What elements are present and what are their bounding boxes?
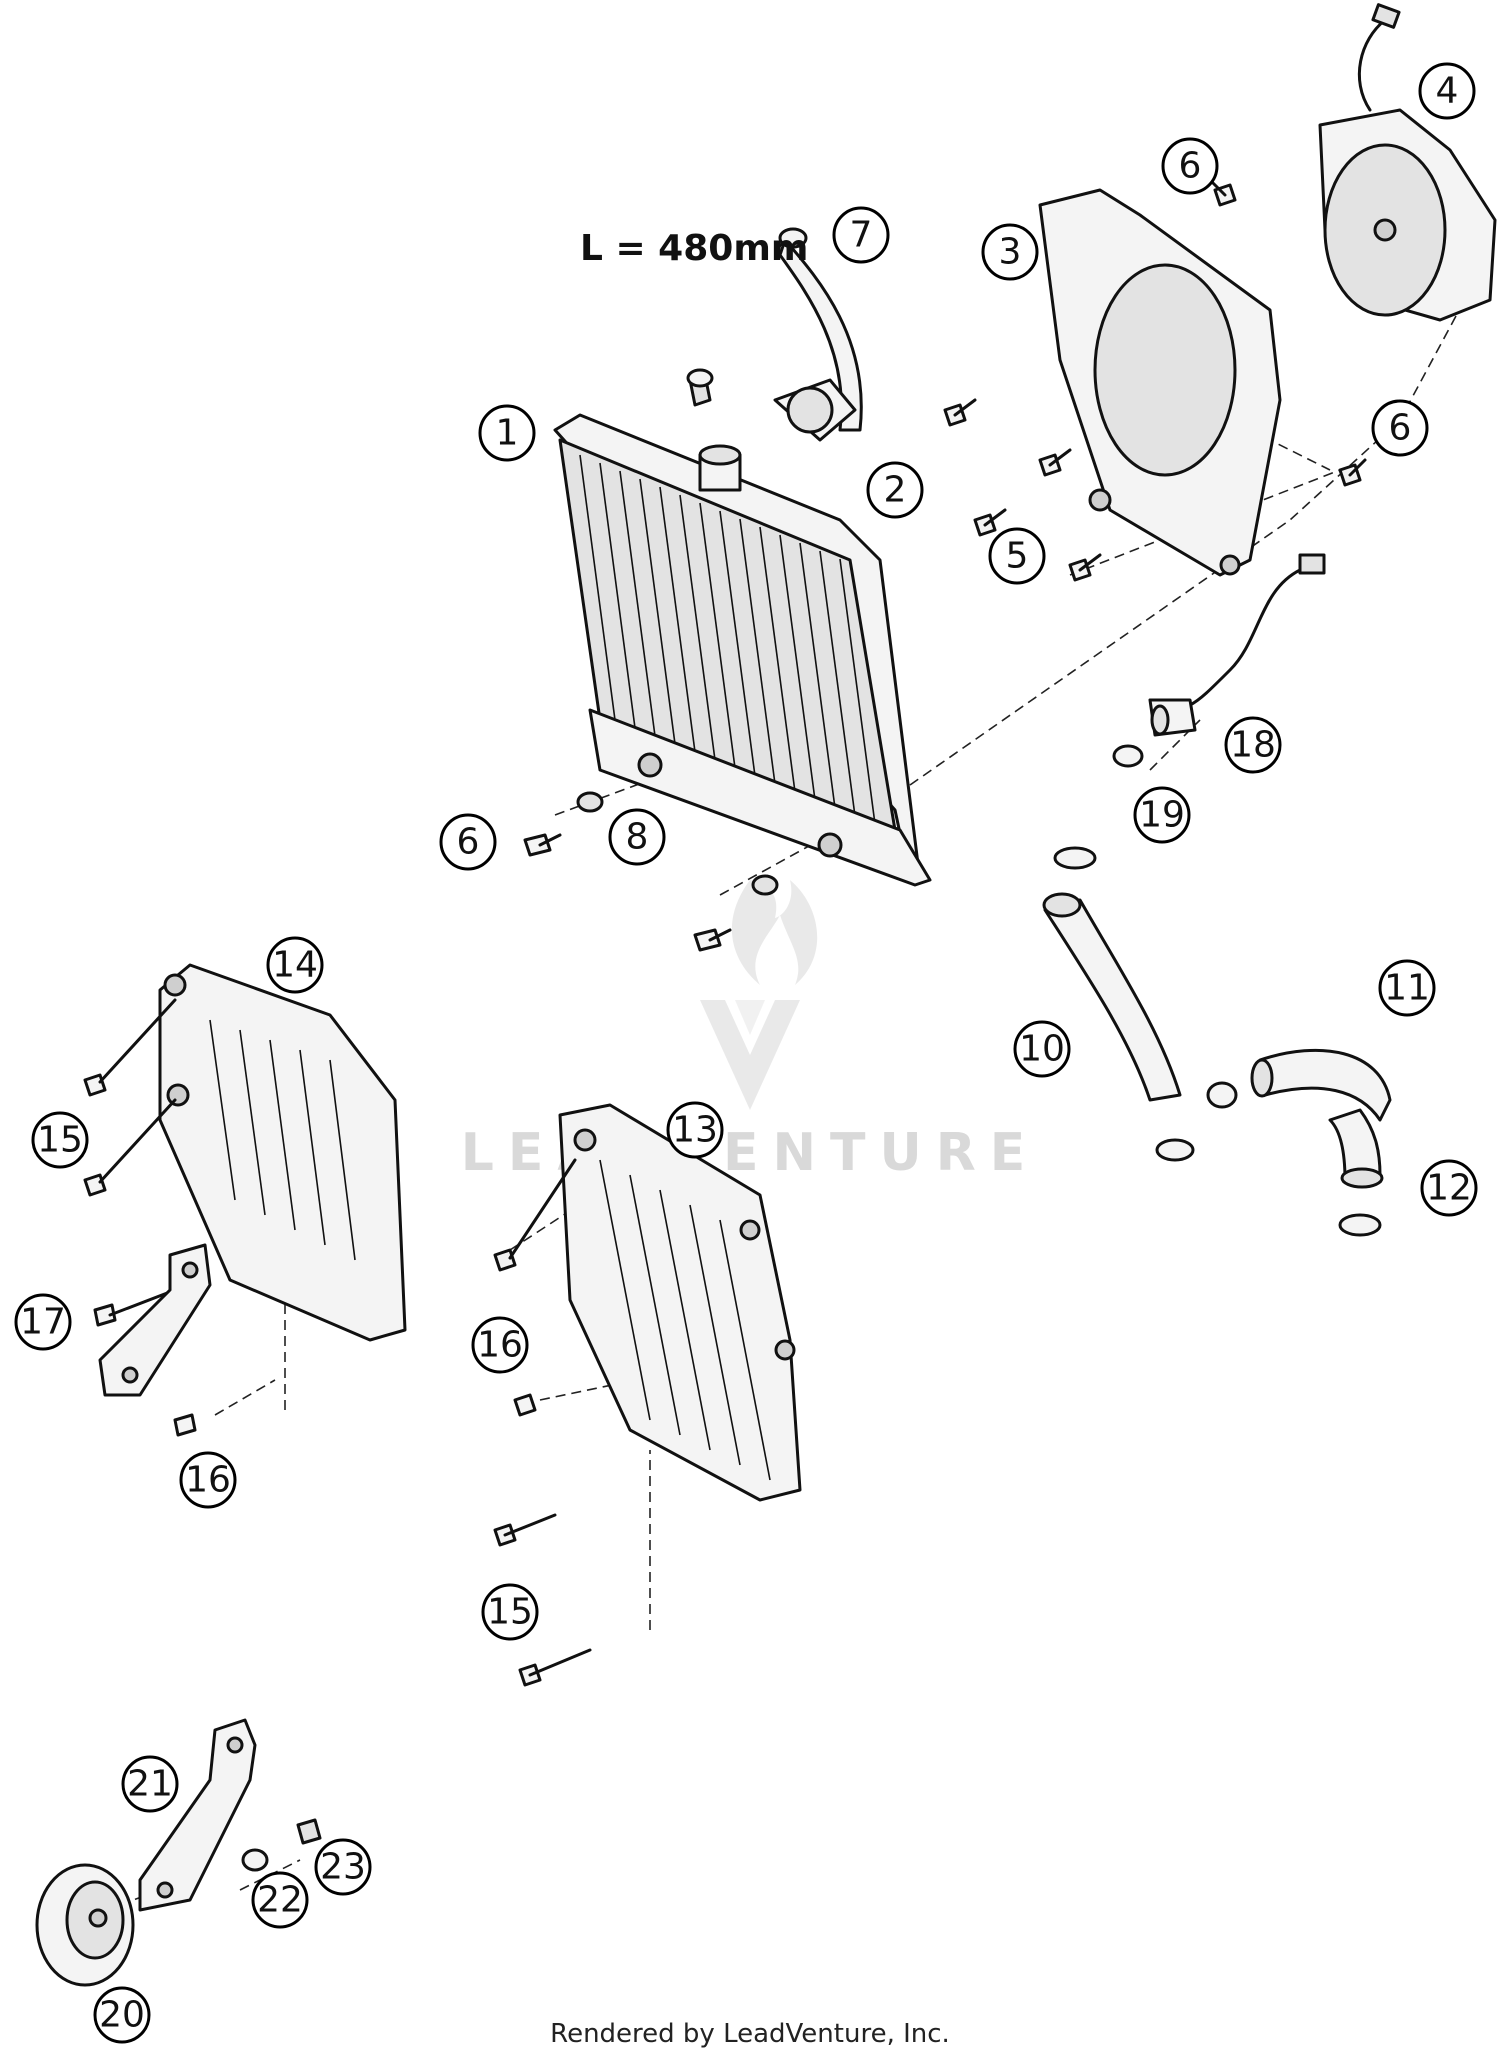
part-callout-13[interactable]: 13 — [666, 1101, 724, 1159]
callout-label: 16 — [185, 1460, 231, 1501]
radiator-shroud-left — [158, 963, 407, 1342]
radiator-shroud-right — [558, 1103, 802, 1502]
footer-credit: Rendered by LeadVenture, Inc. — [550, 2019, 950, 2049]
callout-label: 22 — [257, 1880, 303, 1921]
part-callout-21[interactable]: 21 — [121, 1755, 179, 1813]
callout-label: 7 — [850, 215, 873, 256]
callout-label: 1 — [496, 413, 519, 454]
part-callout-17[interactable]: 17 — [14, 1293, 72, 1351]
radiator — [553, 368, 932, 887]
temperature-sensor — [1148, 553, 1326, 737]
callout-label: 19 — [1139, 795, 1185, 836]
hose-clamp — [1338, 1213, 1382, 1237]
horn-assembly — [35, 1718, 322, 1987]
part-callout-16[interactable]: 16 — [179, 1451, 237, 1509]
part-callout-6[interactable]: 6 — [439, 813, 497, 871]
callout-label: 4 — [1436, 71, 1459, 112]
callout-label: 6 — [1389, 408, 1412, 449]
hose-11 — [1206, 1048, 1392, 1189]
part-callout-22[interactable]: 22 — [251, 1871, 309, 1929]
callout-label: 17 — [20, 1302, 66, 1343]
part-callout-15[interactable]: 15 — [31, 1111, 89, 1169]
part-callout-20[interactable]: 20 — [93, 1986, 151, 2044]
part-callout-15[interactable]: 15 — [481, 1583, 539, 1641]
hose-10 — [1042, 846, 1195, 1162]
callout-label: 2 — [884, 470, 907, 511]
part-callout-4[interactable]: 4 — [1418, 62, 1476, 120]
callout-label: 14 — [272, 945, 318, 986]
callout-label: 16 — [477, 1325, 523, 1366]
bolts-6 — [523, 178, 1367, 952]
callout-label: 10 — [1019, 1029, 1065, 1070]
part-callout-6[interactable]: 6 — [1371, 399, 1429, 457]
callout-label: 6 — [1179, 146, 1202, 187]
watermark-logo — [700, 880, 818, 1110]
grommets-8 — [576, 791, 779, 896]
callout-label: 15 — [487, 1592, 533, 1633]
callout-label: 20 — [99, 1995, 145, 2036]
cooling-fan — [1318, 3, 1497, 322]
part-callout-10[interactable]: 10 — [1013, 1020, 1071, 1078]
part-callout-5[interactable]: 5 — [988, 527, 1046, 585]
part-callout-23[interactable]: 23 — [314, 1838, 372, 1896]
callout-label: 13 — [672, 1110, 718, 1151]
part-callout-16[interactable]: 16 — [471, 1316, 529, 1374]
part-callout-1[interactable]: 1 — [478, 404, 536, 462]
callout-label: 21 — [127, 1764, 173, 1805]
part-callout-12[interactable]: 12 — [1420, 1159, 1478, 1217]
dimension-label: L = 480mm — [580, 228, 808, 269]
part-callout-6[interactable]: 6 — [1161, 137, 1219, 195]
callout-label: 6 — [457, 822, 480, 863]
callout-label: 3 — [999, 232, 1022, 273]
callout-label: 5 — [1006, 536, 1029, 577]
callout-label: 12 — [1426, 1168, 1472, 1209]
callout-label: 8 — [626, 817, 649, 858]
bolts-5 — [943, 398, 1102, 582]
watermark-text: LEADVENTURE — [461, 1123, 1040, 1183]
part-callout-7[interactable]: 7 — [832, 206, 890, 264]
coolant-hose — [778, 227, 863, 432]
part-callout-18[interactable]: 18 — [1224, 716, 1282, 774]
part-callout-14[interactable]: 14 — [266, 936, 324, 994]
callout-label: 15 — [37, 1120, 83, 1161]
callout-label: 23 — [320, 1847, 366, 1888]
part-callout-3[interactable]: 3 — [981, 223, 1039, 281]
part-callout-2[interactable]: 2 — [866, 461, 924, 519]
fan-shroud — [1038, 188, 1282, 577]
part-callout-19[interactable]: 19 — [1133, 786, 1191, 844]
mounting-bracket-left — [98, 1243, 212, 1397]
part-callout-11[interactable]: 11 — [1378, 959, 1436, 1017]
shroud-bolts — [83, 998, 592, 1687]
callout-label: 11 — [1384, 968, 1430, 1009]
part-callout-8[interactable]: 8 — [608, 808, 666, 866]
callout-label: 18 — [1230, 725, 1276, 766]
sealing-ring — [1112, 744, 1144, 768]
